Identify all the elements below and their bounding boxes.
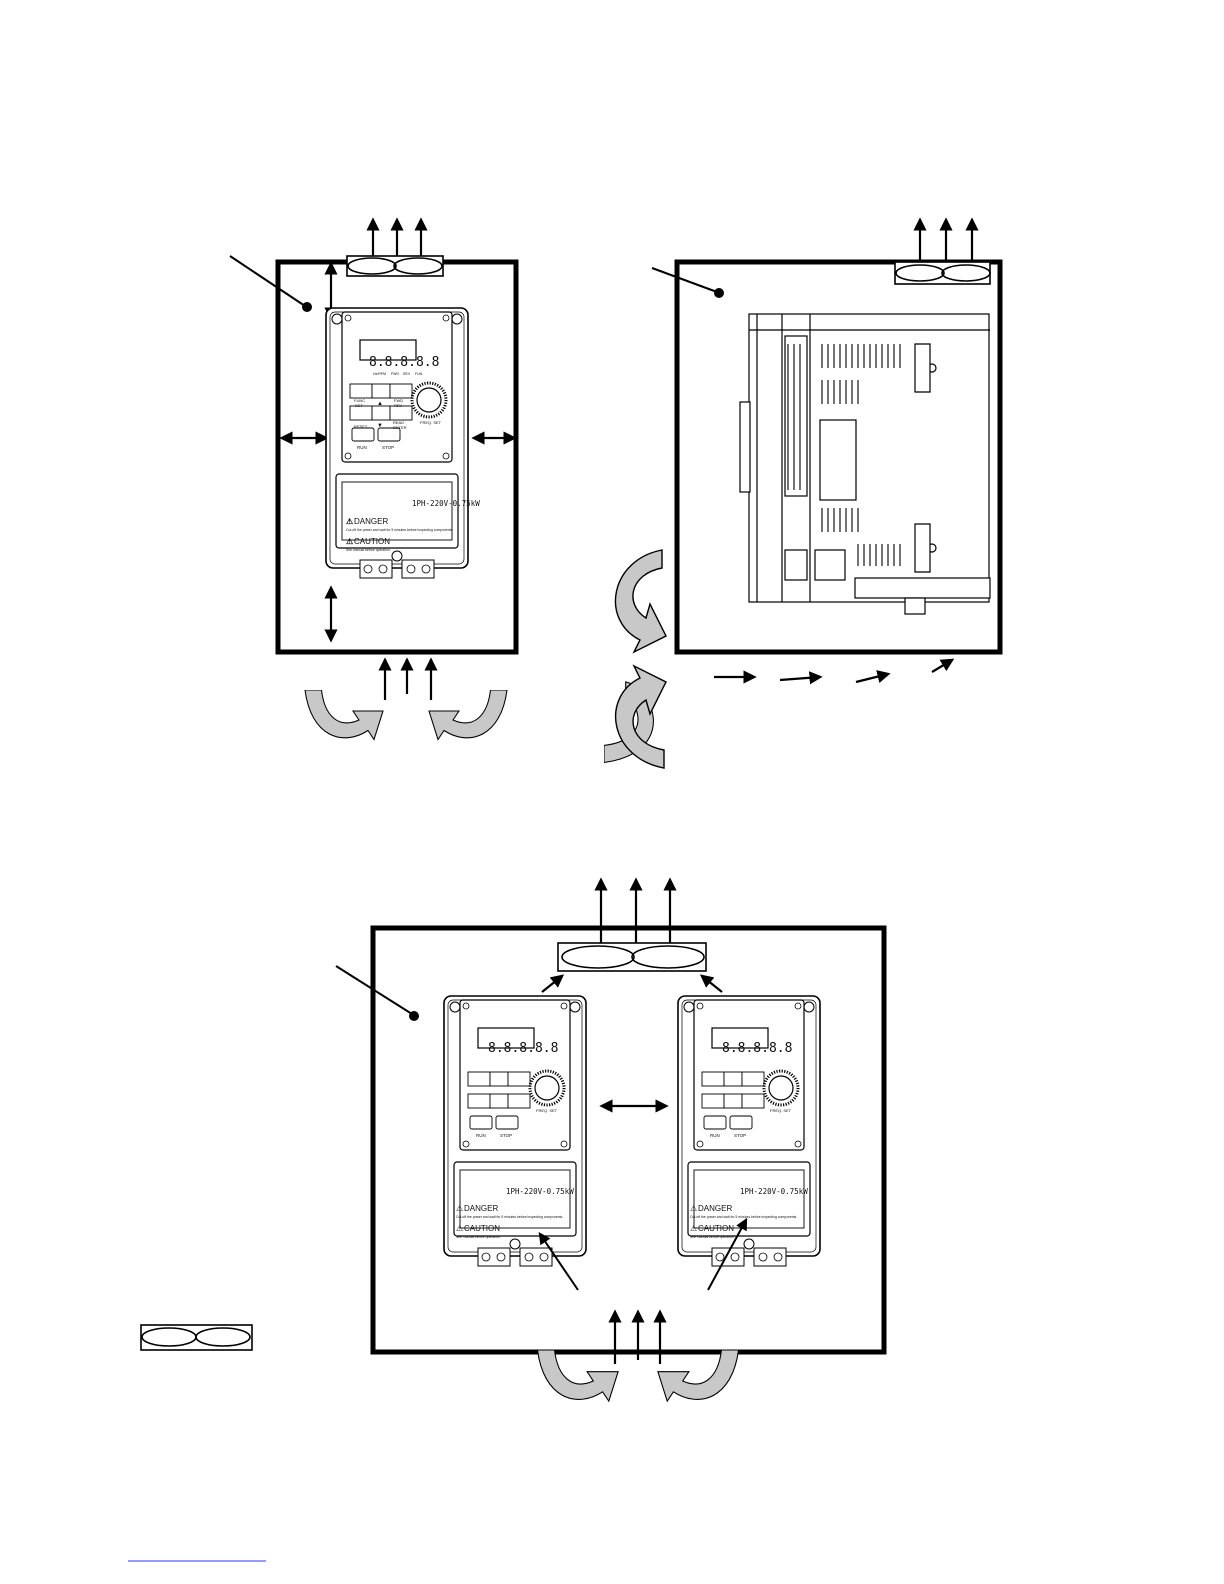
caution-text: See manual before operation. xyxy=(346,548,391,552)
key-fwd: FWD xyxy=(394,398,403,403)
danger-title: DANGER xyxy=(698,1204,732,1213)
indicator-label: FUN xyxy=(415,372,423,376)
pointer-arrows xyxy=(538,1217,748,1291)
key-func: FUNC xyxy=(354,398,365,403)
airflow-curl-icon xyxy=(304,690,384,741)
key-run: RUN xyxy=(710,1133,720,1138)
caution-title: CAUTION xyxy=(698,1224,734,1233)
display-digits: 8.8.8.8.8 xyxy=(722,1041,792,1056)
danger-text: Cut-off the power and wait for 5 minutes… xyxy=(346,528,453,532)
figure-side-by-side: 8.8.8.8.8 1PH-220V-0.75kW ⚠ DANGER Cut-o… xyxy=(335,877,887,1402)
knob-label: FREQ. SET xyxy=(536,1108,558,1113)
caution-text: See manual before operation. xyxy=(456,1235,501,1239)
caution-title: CAUTION xyxy=(464,1224,500,1233)
exhaust-arrows xyxy=(594,877,677,943)
pointer-line xyxy=(229,255,306,307)
key-stop: STOP xyxy=(734,1133,746,1138)
pointer-dot xyxy=(714,288,724,298)
fan-legend xyxy=(140,1324,253,1351)
intake-arrows xyxy=(608,1309,667,1364)
caution-text: See manual before operation. xyxy=(690,1235,735,1239)
airflow-curl-icon xyxy=(657,1350,740,1402)
rating-label: 1PH-220V-0.75kW xyxy=(740,1187,808,1196)
fan-unit xyxy=(894,261,991,285)
exhaust-arrows xyxy=(913,217,979,262)
enclosure-side xyxy=(674,259,1003,655)
indicator-label: FWD xyxy=(391,372,399,376)
danger-text: Cut-off the power and wait for 5 minutes… xyxy=(690,1215,797,1219)
danger-title: DANGER xyxy=(354,517,388,526)
warning-icon: ⚠ xyxy=(346,537,353,546)
figure-side-view xyxy=(604,217,1003,769)
key-run: RUN xyxy=(476,1133,486,1138)
key-down: ▼ xyxy=(377,423,383,429)
warning-icon: ⚠ xyxy=(690,1224,697,1233)
pointer-dot xyxy=(409,1011,419,1021)
figure-front-view: 8.8.8.8.8 Hz/RPM FWD REV FUN FUNC SET ▲ … xyxy=(229,217,519,741)
key-set: SET xyxy=(355,403,363,408)
pointer-dot xyxy=(302,302,312,312)
inverter-side xyxy=(739,313,991,615)
knob-label: FREQ. SET xyxy=(770,1108,792,1113)
intake-arrows xyxy=(378,657,438,700)
key-reset: RESET xyxy=(354,424,368,429)
fan-feed-arrows xyxy=(541,974,723,993)
key-enter: ENTER xyxy=(393,425,407,430)
caution-title: CAUTION xyxy=(354,537,390,546)
inverter-front-text: 8.8.8.8.8 Hz/RPM FWD REV FUN FUNC SET ▲ … xyxy=(346,355,480,552)
key-up: ▲ xyxy=(377,401,383,407)
warning-icon: ⚠ xyxy=(456,1204,463,1213)
warning-icon: ⚠ xyxy=(346,517,353,526)
display-digits: 8.8.8.8.8 xyxy=(369,355,439,370)
danger-text: Cut-off the power and wait for 5 minutes… xyxy=(456,1215,563,1219)
enclosure-dual xyxy=(370,925,887,1355)
exhaust-arrows xyxy=(366,217,428,256)
rating-label: 1PH-220V-0.75kW xyxy=(412,499,480,508)
key-read: READ xyxy=(393,420,404,425)
warning-icon: ⚠ xyxy=(456,1224,463,1233)
fan-unit xyxy=(557,942,707,972)
display-digits: 8.8.8.8.8 xyxy=(488,1041,558,1056)
indicator-label: REV xyxy=(403,372,411,376)
inverter-right-text: 8.8.8.8.8 1PH-220V-0.75kW ⚠ DANGER Cut-o… xyxy=(690,1041,808,1239)
airflow-curl-icon xyxy=(614,549,667,654)
airflow-curl-icon xyxy=(428,690,508,741)
pointer-line xyxy=(335,965,413,1015)
airflow-curl-icon xyxy=(536,1350,619,1402)
knob-label: FREQ. SET xyxy=(420,420,442,425)
indicator-label: Hz/RPM xyxy=(373,372,386,376)
key-run: RUN xyxy=(357,445,367,450)
rating-label: 1PH-220V-0.75kW xyxy=(506,1187,574,1196)
key-rev: REV xyxy=(394,403,403,408)
key-stop: STOP xyxy=(382,445,394,450)
inverter-left-text: 8.8.8.8.8 1PH-220V-0.75kW ⚠ DANGER Cut-o… xyxy=(456,1041,574,1239)
flow-arrows xyxy=(714,658,955,685)
airflow-curl-icon xyxy=(614,664,667,769)
vent-slots xyxy=(787,344,901,566)
warning-icon: ⚠ xyxy=(690,1204,697,1213)
fan-unit xyxy=(346,255,444,277)
pointer-line xyxy=(651,267,718,293)
danger-title: DANGER xyxy=(464,1204,498,1213)
key-stop: STOP xyxy=(500,1133,512,1138)
